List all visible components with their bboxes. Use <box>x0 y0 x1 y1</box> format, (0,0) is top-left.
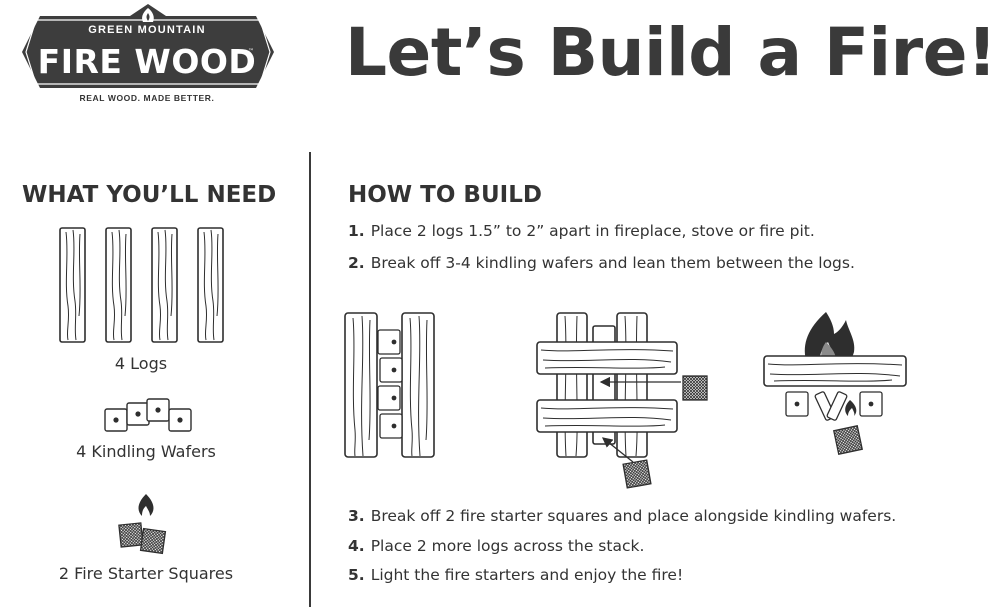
column-divider <box>309 152 311 607</box>
logo-brand-main: FIRE WOOD <box>37 42 257 81</box>
step-number: 3. <box>348 507 365 525</box>
fire-starter-flame-icon <box>138 494 154 516</box>
build-step-1: 1. Place 2 logs 1.5” to 2” apart in firep… <box>348 222 815 240</box>
build-step-4: 4. Place 2 more logs across the stack. <box>348 537 644 555</box>
logo-trademark: ™ <box>248 48 254 55</box>
build-step-3: 3. Break off 2 fire starter squares and p… <box>348 507 896 525</box>
logo-flame-icon <box>142 8 154 22</box>
step-diagram-cross-logs <box>536 312 708 489</box>
step-diagram-logs-and-wafers <box>344 312 435 458</box>
build-step-2: 2. Break off 3-4 kindling wafers and lean… <box>348 254 855 272</box>
fire-starter-squares-caption: 2 Fire Starter Squares <box>58 564 234 583</box>
step-diagram-lit-fire <box>763 312 907 456</box>
page-title: Let’s Build a Fire! <box>345 14 997 91</box>
step-number: 4. <box>348 537 365 555</box>
small-flame-icon <box>845 400 857 416</box>
step-text: Place 2 more logs across the stack. <box>370 537 645 555</box>
fire-starter-squares-icon <box>118 494 167 555</box>
kindling-wafers-icon <box>104 398 192 432</box>
what-you-need-heading: WHAT YOU’LL NEED <box>22 182 277 208</box>
logo-brand-top: GREEN MOUNTAIN <box>88 24 206 36</box>
step-number: 5. <box>348 566 365 584</box>
step-number: 2. <box>348 254 365 272</box>
brand-logo: GREEN MOUNTAIN FIRE WOOD ™ REAL WOOD. MA… <box>22 4 282 104</box>
how-to-build-heading: HOW TO BUILD <box>348 182 542 208</box>
step-number: 1. <box>348 222 365 240</box>
step-text: Break off 2 fire starter squares and pla… <box>370 507 897 525</box>
kindling-wafers-caption: 4 Kindling Wafers <box>76 442 216 461</box>
step-text: Place 2 logs 1.5” to 2” apart in firepla… <box>370 222 815 240</box>
step-text: Light the fire starters and enjoy the fi… <box>370 566 684 584</box>
logs-icon <box>59 227 224 343</box>
logo-tagline: REAL WOOD. MADE BETTER. <box>79 93 215 103</box>
build-step-5: 5. Light the fire starters and enjoy the … <box>348 566 683 584</box>
logo-badge-shape <box>22 4 274 88</box>
logs-caption: 4 Logs <box>114 354 168 373</box>
step-text: Break off 3-4 kindling wafers and lean t… <box>370 254 855 272</box>
